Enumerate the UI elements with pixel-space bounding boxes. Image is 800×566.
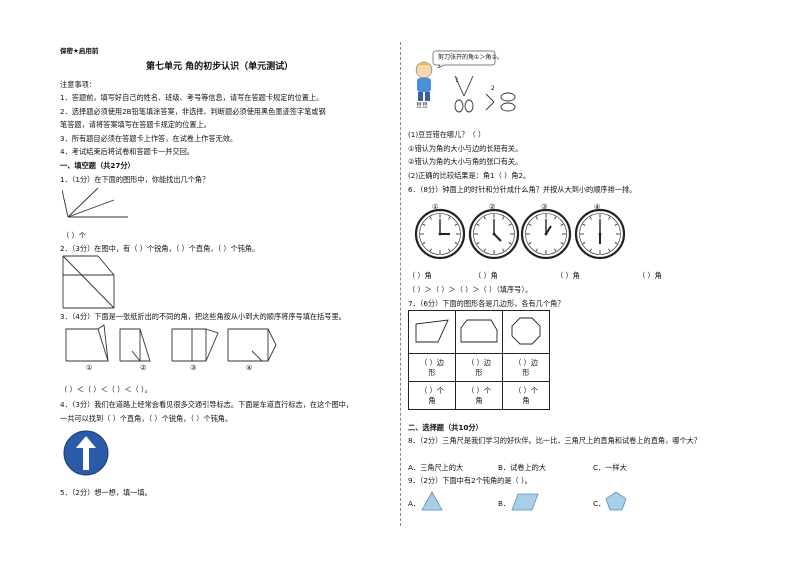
q3-label-3: ③ — [190, 363, 197, 372]
clock-label-1: ① — [432, 202, 439, 211]
q8-option-a: A．三角尺上的大 — [408, 463, 464, 472]
q9-option-c: C． — [593, 499, 606, 508]
q3-folded-papers — [65, 324, 277, 362]
q5-text: 5．（2分）想一想，填一填。 — [60, 488, 152, 497]
q7-sides-suffix: 形 — [428, 367, 436, 377]
scissors-1-icon — [454, 75, 474, 113]
q5-sub1b: ②错认为角的大小与角的张口有关。 — [408, 157, 523, 166]
clock-4-icon — [574, 208, 626, 260]
q3-text: 3．（4分）下面是一张纸折出的不同的角，把这些角按从小到大的顺序将序号填在括号里… — [60, 312, 346, 321]
section-heading-choice: 二、选择题（共10分） — [408, 423, 483, 432]
column-divider — [400, 42, 401, 526]
q9-option-b: B． — [498, 499, 511, 508]
q7-sides-suffix: 形 — [475, 367, 483, 377]
section-heading-fill: 一、填空题（共27分） — [60, 161, 135, 170]
q8-option-c: C．一样大 — [593, 463, 627, 472]
page-title: 第七单元 角的初步认识（单元测试） — [146, 62, 294, 72]
doudou-cartoon-icon — [415, 61, 433, 101]
doudou-name: 豆豆 — [416, 102, 429, 109]
q7-angles-2: （ ）个 — [467, 385, 491, 395]
q9-text: 9．（2分）下面中有2个钝角的是（ ）。 — [408, 476, 532, 485]
q9-parallelogram-icon — [511, 493, 539, 511]
clock-1-icon — [414, 208, 466, 260]
q1-angles-figure — [62, 187, 128, 218]
q3-label-4: ④ — [246, 363, 253, 372]
q7-sides-2: （ ）边 — [467, 357, 491, 367]
octagon-icon — [511, 317, 541, 344]
q9-triangle-icon — [421, 491, 443, 511]
q7-angles-suffix: 角 — [428, 395, 436, 405]
q6-order: （ ）＞（ ）＞（ ）＞（ ）（填序号）。 — [408, 285, 533, 294]
q2-figure — [62, 255, 115, 309]
q1-answer: （ ）个 — [62, 231, 86, 240]
q7-angles-1: （ ）个 — [420, 385, 444, 395]
q8-option-b: B．试卷上的大 — [498, 463, 547, 472]
speech-text: 剪刀张开的角①＞角②。 — [438, 54, 503, 61]
q6-angle-1: （ ）角 — [408, 271, 432, 280]
q5-sub1: (1)豆豆错在哪儿？（ ） — [408, 130, 486, 139]
q1-text: 1．（1分）在下面的图形中，你能找出几个角？ — [60, 175, 210, 184]
clock-2-icon — [468, 208, 520, 260]
q7-angles-suffix: 角 — [475, 395, 483, 405]
notes-item: 4．考试结束后将试卷和答题卡一并交回。 — [60, 147, 194, 156]
q6-text: 6．（8分）钟面上的时针和分针成什么角？并按从大到小的顺序排一排。 — [408, 185, 637, 194]
straight-ahead-sign-icon — [63, 430, 109, 476]
secret-label: 保密★启用前 — [60, 47, 99, 55]
q7-sides-3: （ ）边 — [514, 357, 538, 367]
clock-label-4: ④ — [594, 202, 601, 211]
notes-item: 3．所有题目必须在答题卡上作答，在试卷上作答无效。 — [60, 134, 238, 143]
q3-answer: （ ）＜（ ）＜（ ）＜（ ）。 — [60, 385, 152, 394]
q3-label-1: ① — [86, 363, 93, 372]
q8-text: 8．（2分）三角尺是我们学习的好伙伴。比一比，三角尺上的直角和试卷上的直角，哪个… — [408, 436, 702, 445]
clock-3-icon — [520, 208, 572, 260]
notes-item: 笔答题，请将答案填写在答题卡规定的位置上。 — [60, 120, 211, 129]
q4-line2: 一共可以找到（ ）个直角，（ ）个锐角，（ ）个钝角。 — [60, 414, 233, 423]
q9-option-a: A． — [408, 499, 421, 508]
q9-pentagon-icon — [605, 491, 627, 511]
notes-heading: 注意事项： — [60, 80, 96, 89]
q3-label-2: ② — [140, 363, 147, 372]
q6-angle-4: （ ）角 — [638, 271, 662, 280]
q4-line1: 4．（3分）我们在道路上经常会看见很多交通引导标志。下面是车道直行标志，在这个图… — [60, 400, 354, 409]
q5-sub2: (2)正确的比较结果是：角1（ ）角2。 — [408, 171, 531, 180]
quadrilateral-icon — [415, 318, 449, 342]
speech-bubble — [432, 50, 496, 68]
q5-sub1a: ①错认为角的大小与边的长短有关。 — [408, 144, 523, 153]
scissors-2-icon — [485, 92, 516, 112]
clock-label-2: ② — [489, 202, 496, 211]
clock-faces — [414, 208, 626, 260]
scissors-label-2: 2 — [491, 85, 495, 92]
q6-angle-3: （ ）角 — [556, 271, 580, 280]
scissors-label-1: 1 — [455, 77, 459, 84]
q2-text: 2．（3分）在图中，有（ ）个锐角，（ ）个直角，（ ）个钝角。 — [60, 244, 260, 253]
q7-angles-suffix: 角 — [522, 395, 530, 405]
q7-shapes-table: （ ）边形 （ ）边形 （ ）边形 （ ）个角 （ ）个角 （ ）个角 — [408, 310, 550, 410]
clock-label-3: ③ — [541, 202, 548, 211]
pentagon-icon — [460, 319, 498, 342]
q7-sides-1: （ ）边 — [420, 357, 444, 367]
q7-text: 7．（6分）下面的图形各是几边形，各有几个角？ — [408, 299, 565, 308]
notes-item: 1．答题前，填写好自己的姓名、班级、考号等信息，请写在答题卡规定的位置上。 — [60, 93, 324, 102]
notes-item: 2．选择题必须使用2B铅笔填涂答案，非选择、判断题必须使用黑色墨迹签字笔或钢 — [60, 107, 326, 116]
q6-angle-2: （ ）角 — [474, 271, 498, 280]
q7-sides-suffix: 形 — [522, 367, 530, 377]
q7-angles-3: （ ）个 — [514, 385, 538, 395]
